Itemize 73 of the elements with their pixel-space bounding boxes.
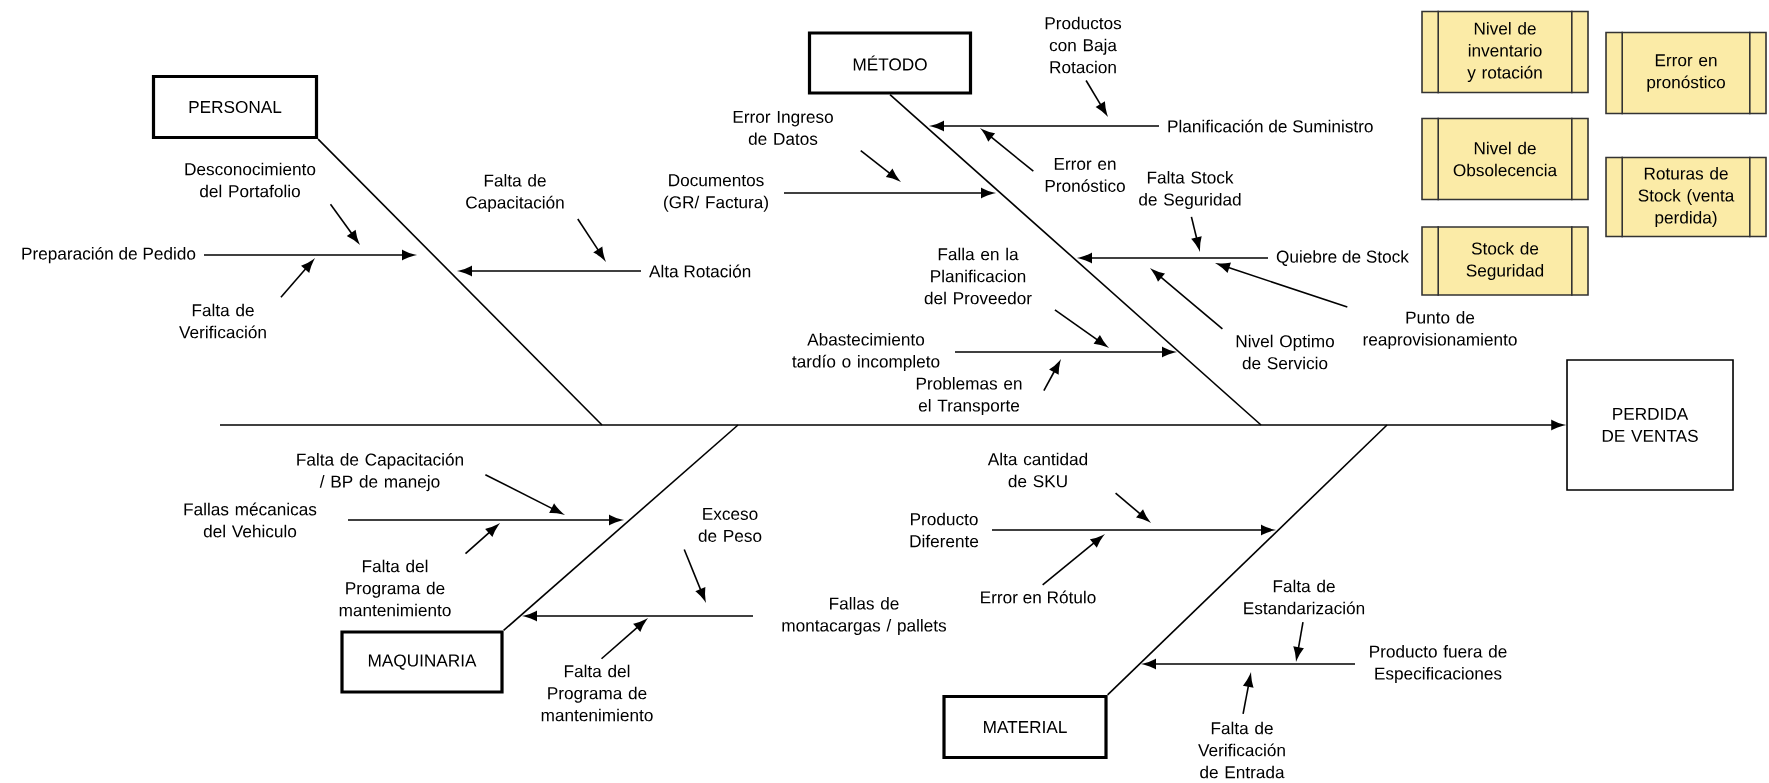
cause-label: Fallas de montacargas / pallets <box>782 597 947 636</box>
spine-arrow <box>219 420 1564 430</box>
category-box: PERSONAL <box>151 74 319 140</box>
cause-label: Punto de reaprovisionamiento <box>1363 311 1517 350</box>
cause-label: Fallas mécanicas del Vehiculo <box>184 502 317 538</box>
cause-label: Nivel Optimo de Servicio <box>1236 334 1334 370</box>
bone-line <box>317 138 603 426</box>
cause-label: Quiebre de Stock <box>1276 250 1409 266</box>
cause-label: Planificación de Suministro <box>1168 119 1373 133</box>
cause-arrow <box>464 524 499 555</box>
cause-label: Documentos (GR/ Factura) <box>664 174 768 212</box>
bone-line <box>889 93 1262 426</box>
cause-arrow <box>931 121 1160 131</box>
cause-label: Falla en la Planificacion del Proveedor <box>924 247 1032 305</box>
cause-arrow <box>1151 269 1224 330</box>
cause-label: Abastecimiento tardío o incompleto <box>792 333 940 372</box>
category-box: MATERIAL <box>942 694 1108 760</box>
process-box: Stock de Seguridad <box>1421 225 1589 297</box>
process-box: Roturas de Stock (venta perdida) <box>1605 155 1767 239</box>
cause-label: Producto fuera de Especificaciones <box>1370 645 1507 684</box>
cause-arrow <box>1054 309 1108 347</box>
cause-label: Error Ingreso de Datos <box>733 111 833 145</box>
cause-arrow <box>1242 674 1254 715</box>
cause-label: Falta de Capacitación / BP de manejo <box>297 452 463 492</box>
cause-label: Falta del Programa de mantenimiento <box>541 664 653 722</box>
cause-label: Falta Stock de Seguridad <box>1139 171 1241 210</box>
cause-label: Productos con Baja Rotacion <box>1045 16 1122 74</box>
cause-arrow <box>683 548 706 601</box>
effect-box: PERDIDA DE VENTAS <box>1566 359 1734 491</box>
cause-label: Problemas en el Transporte <box>916 377 1022 416</box>
cause-label: Falta de Capacitación <box>466 174 564 213</box>
cause-arrow <box>203 250 415 260</box>
cause-label: Producto Diferente <box>910 512 979 548</box>
cause-arrow <box>524 611 754 621</box>
cause-label: Error en Pronóstico <box>1045 158 1125 192</box>
process-box: Error en pronóstico <box>1605 30 1767 116</box>
cause-arrow <box>577 218 605 260</box>
cause-arrow <box>1114 492 1150 522</box>
cause-label: Alta Rotación <box>649 264 751 278</box>
cause-arrow <box>1293 621 1304 660</box>
cause-arrow <box>991 525 1274 535</box>
cause-arrow <box>1190 216 1202 250</box>
cause-arrow <box>1085 79 1108 115</box>
bone-line <box>1106 424 1388 696</box>
cause-label: Falta de Estandarización <box>1244 579 1365 615</box>
category-box: MAQUINARIA <box>340 630 504 694</box>
cause-label: Desconocimiento del Portafolio <box>185 162 316 198</box>
cause-label: Falta de Verificación de Entrada <box>1198 721 1285 779</box>
bone-line <box>502 424 739 632</box>
process-box: Nivel de inventario y rotación <box>1421 9 1589 95</box>
cause-arrow <box>600 619 647 660</box>
cause-label: Preparación de Pedido <box>22 246 196 264</box>
cause-arrow <box>347 515 622 525</box>
cause-arrow <box>783 188 994 198</box>
cause-arrow <box>981 129 1035 173</box>
cause-arrow <box>859 149 900 181</box>
cause-arrow <box>954 347 1175 357</box>
cause-arrow <box>459 266 642 276</box>
cause-arrow <box>1079 253 1269 263</box>
cause-arrow <box>1041 535 1104 586</box>
cause-label: Error en Rótulo <box>981 590 1096 604</box>
cause-arrow <box>329 203 359 244</box>
cause-arrow <box>1143 659 1356 669</box>
cause-label: Alta cantidad de SKU <box>987 452 1088 488</box>
process-box: Nivel de Obsolecencia <box>1421 116 1589 202</box>
cause-arrow <box>1043 361 1061 392</box>
cause-label: Exceso de Peso <box>698 508 762 542</box>
cause-label: Falta de Verificación <box>179 303 266 339</box>
cause-arrow <box>484 473 563 515</box>
category-box: MÉTODO <box>807 31 973 95</box>
cause-label: Falta del Programa de mantenimiento <box>339 559 451 617</box>
cause-arrow <box>280 259 314 298</box>
cause-arrow <box>1217 262 1349 308</box>
